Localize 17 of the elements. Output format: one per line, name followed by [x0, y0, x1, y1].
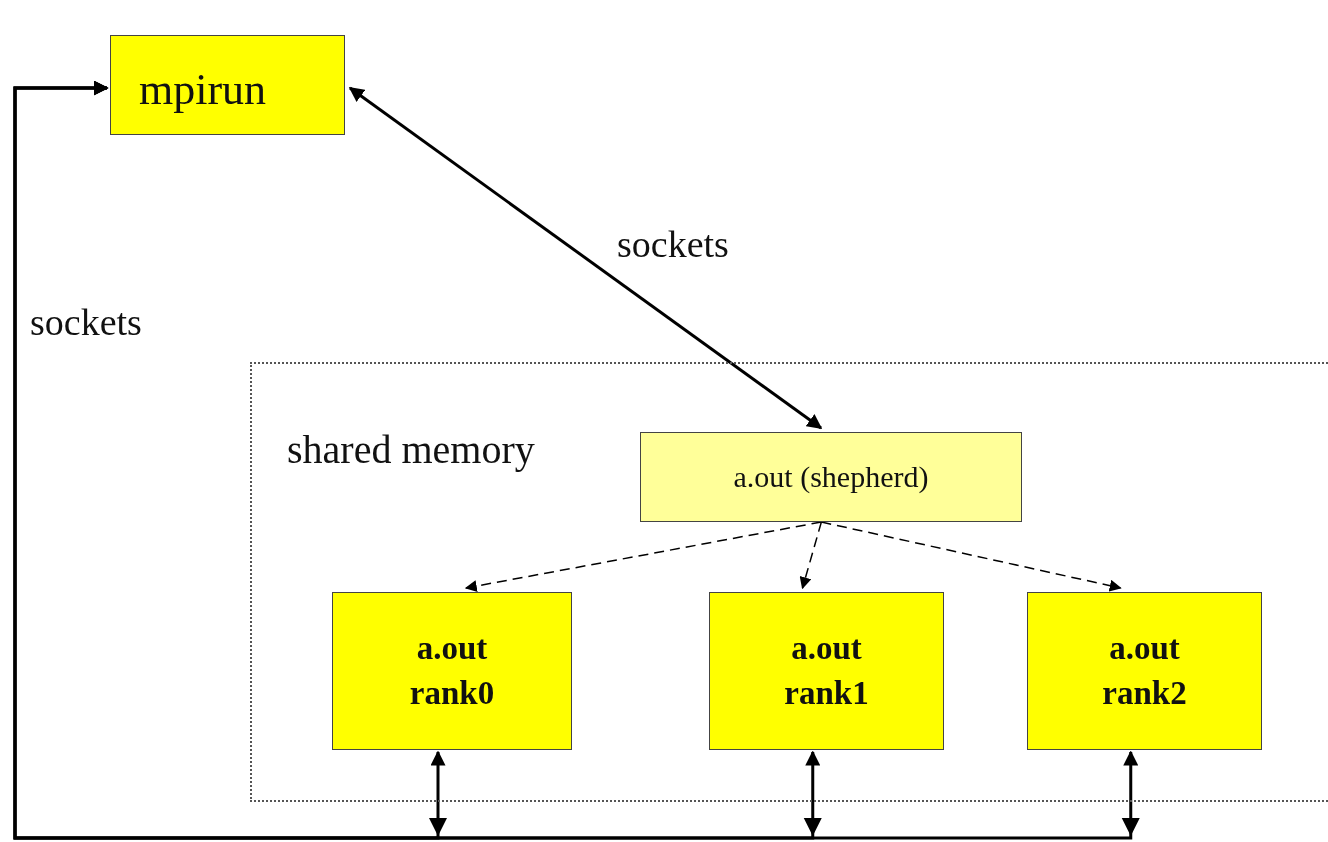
- arrow: [820, 521, 1122, 592]
- box-label: a.out rank0: [408, 629, 496, 713]
- box-label: a.out (shepherd): [732, 460, 930, 494]
- process-box: [1027, 592, 1262, 750]
- arrow: [13, 80, 1139, 840]
- process-box: [332, 592, 572, 750]
- box-label: mpirun: [139, 64, 267, 115]
- arrow: [348, 86, 823, 430]
- arrow: [799, 521, 823, 590]
- box-label: a.out rank1: [783, 629, 870, 713]
- arrow: [464, 521, 823, 592]
- process-box: [640, 432, 1022, 522]
- process-box: [110, 35, 345, 135]
- region-label: shared memory: [287, 426, 535, 473]
- dotted-region: [250, 362, 1328, 802]
- box-label: a.out rank2: [1101, 629, 1188, 713]
- process-box: [709, 592, 944, 750]
